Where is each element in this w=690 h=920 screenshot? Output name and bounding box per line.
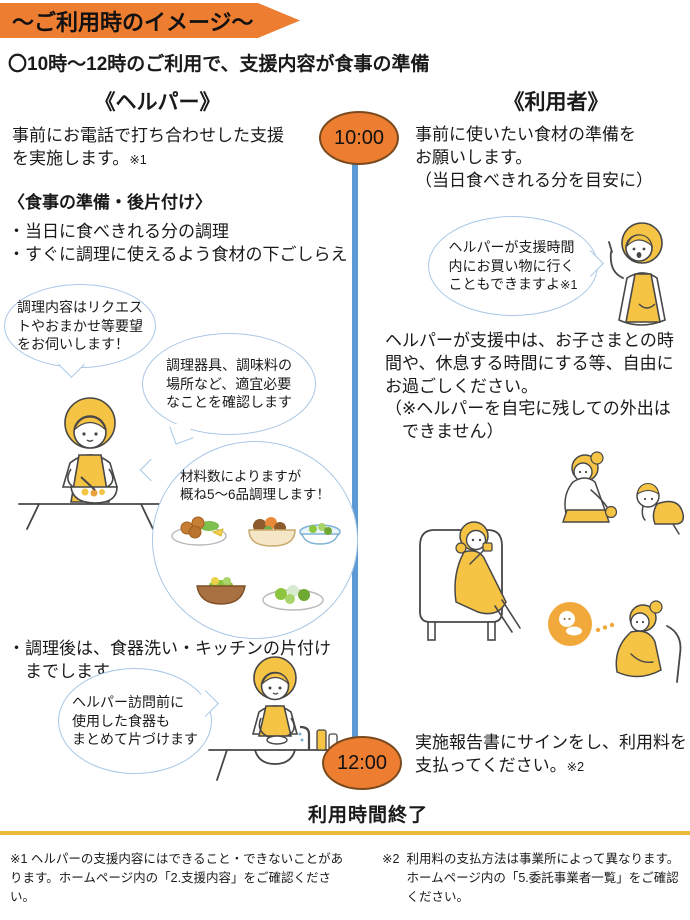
helper-intro: 事前にお電話で打ち合わせした支援 を実施します。※1 [12,125,322,171]
helper-pointing-illustration [587,216,687,334]
speech-bubble-check: 調理器具、調味料の 場所など、適宜必要 なことを確認します [142,333,316,435]
helper-bullet-1: ・当日に食べきれる分の調理 [8,222,229,241]
mother-relaxing-armchair-illustration [412,492,532,652]
pregnant-mother-illustration [543,592,685,687]
title-banner: ～ご利用時のイメージ～ [0,3,300,38]
footnote-1: ※1 ヘルパーの支援内容にはできること・できないことがあります。ホームページ内の… [10,852,344,904]
speech-bubble-shopping-text: ヘルパーが支援時間 内にお買い物に行く こともできますよ [448,239,575,293]
speech-bubble-dishes-text: 材料数によりますが 概ね5～6品調理します！ [179,469,331,502]
timeline-start-badge: 10:00 [319,111,399,165]
cleanup-text: ・調理後は、食器洗い・キッチンの片付け までします [8,639,331,681]
user-intro: 事前に使いたい食材の準備を お願いします。 （当日食べきれる分を目安に） [415,125,653,190]
helper-column-heading: 《ヘルパー》 [94,91,221,114]
speech-bubble-shopping-note: ※1 [560,278,578,293]
woman-cooking-illustration [15,383,165,531]
footnote-2: ※2 利用料の支払方法は事業所によって異なります。ホームページ内の「5.委託事業… [382,850,684,906]
helper-intro-note: ※1 [129,152,147,167]
payment-text: 実施報告書にサインをし、利用料を 支払ってください。 [415,733,687,775]
subtitle: 〇10時～12時のご利用で、支援内容が食事の準備 [8,54,430,75]
speech-bubble-request-text: 調理内容はリクエス トやおまかせ等要望 をお伺いします！ [17,299,143,353]
footnote-2-label: ※2 [382,852,400,866]
payment-note: ※2 [566,759,585,774]
payment-text-block: 実施報告書にサインをし、利用料を 支払ってください。※2 [415,732,690,778]
speech-bubble-tidy: ヘルパー訪問前に 使用した食器も まとめて片づけます [58,668,212,774]
timeline-line [352,156,358,760]
footer-separator [0,831,690,835]
mother-playing-with-baby-illustration [545,448,690,560]
cooked-dishes-illustration [165,508,345,626]
speech-bubble-request: 調理内容はリクエス トやおまかせ等要望 をお伺いします！ [4,284,156,368]
helper-bullet-2: ・すぐに調理に使えるよう食材の下ごしらえ [8,245,348,264]
start-time: 10:00 [333,126,385,149]
speech-bubble-dishes: 材料数によりますが 概ね5～6品調理します！ [152,441,358,639]
end-of-use-label: 利用時間終了 [307,805,428,826]
speech-bubble-check-text: 調理器具、調味料の 場所など、適宜必要 なことを確認します [166,357,292,411]
speech-bubble-shopping: ヘルパーが支援時間 内にお買い物に行く こともできますよ※1 [428,216,598,316]
footnote-2-text: 利用料の支払方法は事業所によって異なります。ホームページ内の「5.委託事業者一覧… [406,852,680,904]
helper-intro-text: 事前にお電話で打ち合わせした支援 を実施します。 [12,126,284,168]
free-time-text: ヘルパーが支援中は、お子さまとの時 間や、休息する時間にする等、自由に お過ごし… [385,331,674,442]
timeline-end-badge: 12:00 [322,736,402,790]
speech-bubble-tidy-text: ヘルパー訪問前に 使用した食器も まとめて片づけます [72,694,198,748]
user-column-heading: 《利用者》 [503,91,609,114]
end-time: 12:00 [336,751,388,774]
title-banner-text: ～ご利用時のイメージ～ [12,9,254,35]
meal-section-heading: 〈食事の準備・後片付け〉 [8,193,212,212]
